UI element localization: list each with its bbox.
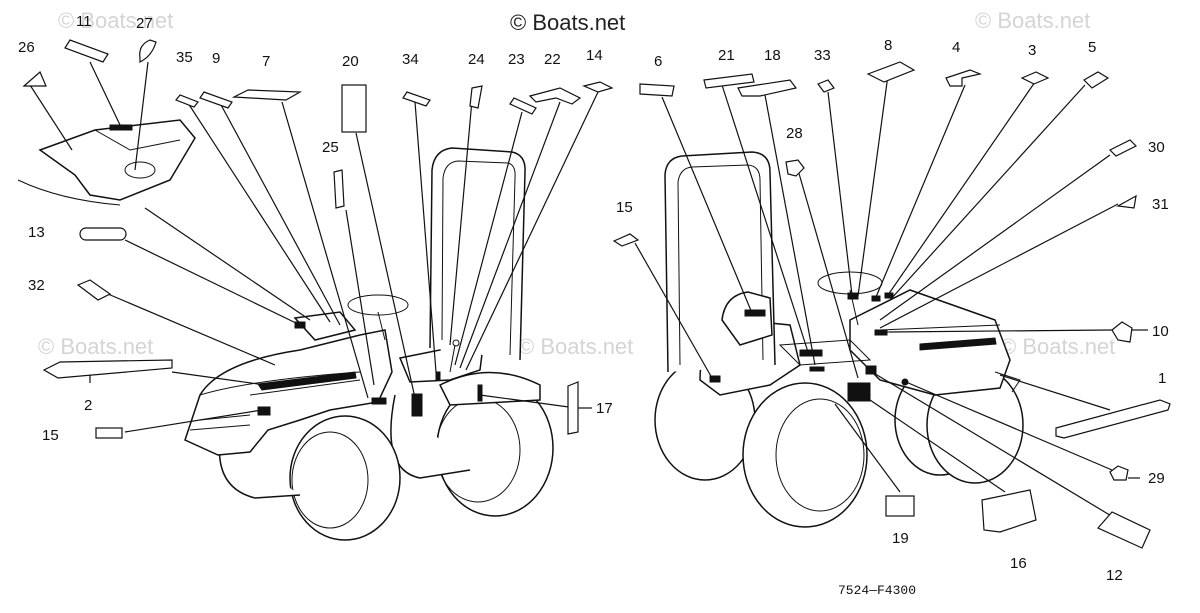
callout-10: 10: [1152, 323, 1169, 340]
decal-31-shape: [1116, 194, 1137, 209]
decal-7-shape: [231, 89, 303, 101]
callout-12: 12: [1106, 567, 1123, 584]
callout-21: 21: [718, 47, 735, 64]
decal-20-shape: [341, 84, 367, 133]
callout-29: 29: [1148, 470, 1165, 487]
decal-24-shape: [469, 85, 483, 109]
decal-26-shape: [22, 71, 47, 87]
callout-4: 4: [952, 39, 960, 56]
copyright-text: © Boats.net: [510, 10, 625, 35]
callout-15-left: 15: [42, 427, 59, 444]
callout-27: 27: [136, 15, 153, 32]
decal-22-shape: [528, 87, 582, 105]
callout-32: 32: [28, 277, 45, 294]
decal-15-left-shape: [95, 427, 123, 439]
callout-15-right: 15: [616, 199, 633, 216]
decal-9-shape: [199, 91, 233, 109]
watermark: © Boats.net: [38, 334, 153, 359]
callout-26: 26: [18, 39, 35, 56]
decal-21-shape: [703, 73, 755, 89]
callout-8: 8: [884, 37, 892, 54]
diagram-code: 7524—F4300: [838, 583, 916, 598]
callout-7: 7: [262, 53, 270, 70]
decal-2-shape: [42, 359, 173, 379]
callout-19: 19: [892, 530, 909, 547]
decal-30-shape: [1108, 139, 1138, 157]
callout-1: 1: [1158, 370, 1166, 387]
callout-25: 25: [322, 139, 339, 156]
decal-1-shape: [1055, 399, 1171, 439]
decal-28-shape: [785, 159, 805, 177]
callout-2: 2: [84, 397, 92, 414]
dash-inset-drawing: [17, 119, 196, 206]
decal-17-shape: [567, 381, 579, 435]
decal-3-shape: [1020, 71, 1050, 85]
callout-24: 24: [468, 51, 485, 68]
decal-19-shape: [885, 495, 915, 517]
callout-labels: 1 2 3 4 5 6 7 8 9 10 11 12 13 14 15 15 1…: [18, 13, 1169, 584]
callout-9: 9: [212, 50, 220, 67]
decal-27-shape: [139, 39, 157, 63]
left-tractor-drawing: [184, 147, 554, 541]
decal-5-shape: [1083, 71, 1110, 89]
callout-17: 17: [596, 400, 613, 417]
callout-6: 6: [654, 53, 662, 70]
callout-14: 14: [586, 47, 603, 64]
callout-22: 22: [544, 51, 561, 68]
callout-11: 11: [76, 13, 92, 30]
decal-10-shape: [1111, 321, 1133, 343]
callout-18: 18: [764, 47, 781, 64]
decal-34-shape: [402, 91, 431, 107]
decal-8-shape: [866, 61, 916, 83]
callout-35: 35: [176, 49, 193, 66]
decal-29-shape: [1109, 465, 1129, 481]
watermark: © Boats.net: [975, 8, 1090, 33]
leader-lines: [29, 61, 1148, 521]
callout-30: 30: [1148, 139, 1165, 156]
decal-18-shape: [737, 79, 798, 97]
decal-14-shape: [582, 81, 614, 93]
decal-32-shape: [76, 279, 112, 301]
decal-shapes: [22, 39, 1171, 549]
decal-11-shape: [64, 39, 109, 63]
callout-34: 34: [402, 51, 419, 68]
decal-4-shape: [945, 69, 983, 87]
decal-6-shape: [639, 83, 675, 97]
decal-35-shape: [175, 94, 199, 108]
decal-25-shape: [333, 169, 345, 209]
decal-12-shape: [1097, 511, 1151, 549]
watermark: © Boats.net: [1000, 334, 1115, 359]
decal-16-shape: [981, 489, 1037, 533]
decal-33-shape: [817, 79, 835, 93]
callout-28: 28: [786, 125, 803, 142]
callout-20: 20: [342, 53, 359, 70]
watermark: © Boats.net: [518, 334, 633, 359]
decal-13-shape: [79, 227, 127, 241]
watermark: © Boats.net: [58, 8, 173, 33]
callout-3: 3: [1028, 42, 1036, 59]
callout-16: 16: [1010, 555, 1027, 572]
callout-33: 33: [814, 47, 831, 64]
decal-23-shape: [509, 97, 537, 115]
callout-23: 23: [508, 51, 525, 68]
right-tractor-drawing: [654, 151, 1024, 528]
callout-13: 13: [28, 224, 45, 241]
callout-5: 5: [1088, 39, 1096, 56]
decal-15-right-shape: [612, 233, 640, 247]
callout-31: 31: [1152, 196, 1169, 213]
